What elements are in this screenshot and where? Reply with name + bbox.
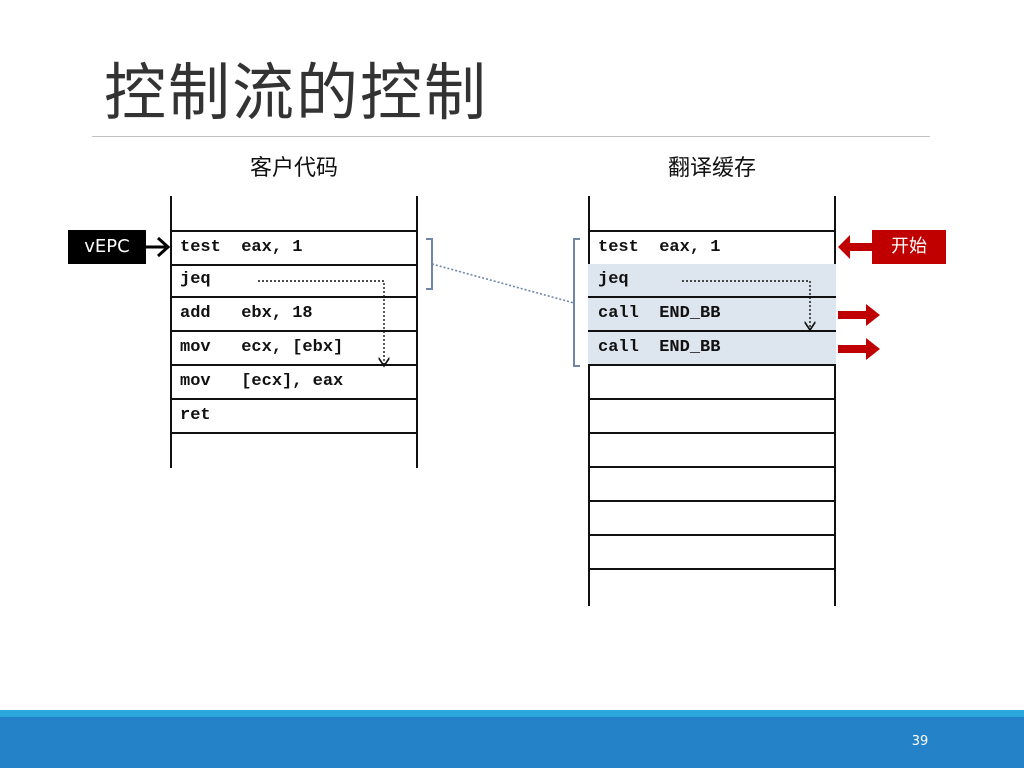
guest-row: test eax, 1 [170, 230, 418, 266]
exit-arrow [838, 304, 880, 326]
guest-row: mov [ecx], eax [170, 366, 418, 400]
exit-arrow [838, 338, 880, 360]
cache-stack-left-edge [588, 196, 590, 606]
page-number: 39 [911, 734, 929, 749]
guest-row: add ebx, 18 [170, 298, 418, 332]
guest-block-bracket [426, 238, 433, 290]
block-connector-line [431, 263, 575, 304]
cache-row [588, 400, 836, 434]
cache-row: call END_BB [588, 332, 836, 366]
title-divider [92, 136, 930, 137]
cache-row [588, 366, 836, 400]
slide-title: 控制流的控制 [104, 56, 489, 129]
guest-stack-right-edge [416, 196, 418, 468]
vepc-arrow [146, 236, 171, 258]
guest-row: mov ecx, [ebx] [170, 332, 418, 366]
cache-row [588, 502, 836, 536]
start-arrow [838, 235, 872, 259]
footer-bar [0, 717, 1024, 768]
translation-cache-heading: 翻译缓存 [667, 156, 756, 181]
cache-row [588, 536, 836, 570]
vepc-label: vEPC [68, 230, 146, 264]
guest-code-heading: 客户代码 [249, 156, 338, 181]
cache-row [588, 468, 836, 502]
cache-stack-right-edge [834, 196, 836, 606]
cache-block-bracket [573, 238, 580, 367]
footer-accent-strip [0, 710, 1024, 717]
guest-stack-left-edge [170, 196, 172, 468]
guest-row: jeq [170, 264, 418, 298]
guest-jump-arrow [258, 280, 384, 366]
guest-row: ret [170, 400, 418, 434]
cache-jump-arrow [682, 280, 810, 330]
start-label: 开始 [872, 230, 946, 264]
cache-row: call END_BB [588, 298, 836, 332]
cache-row [588, 434, 836, 468]
